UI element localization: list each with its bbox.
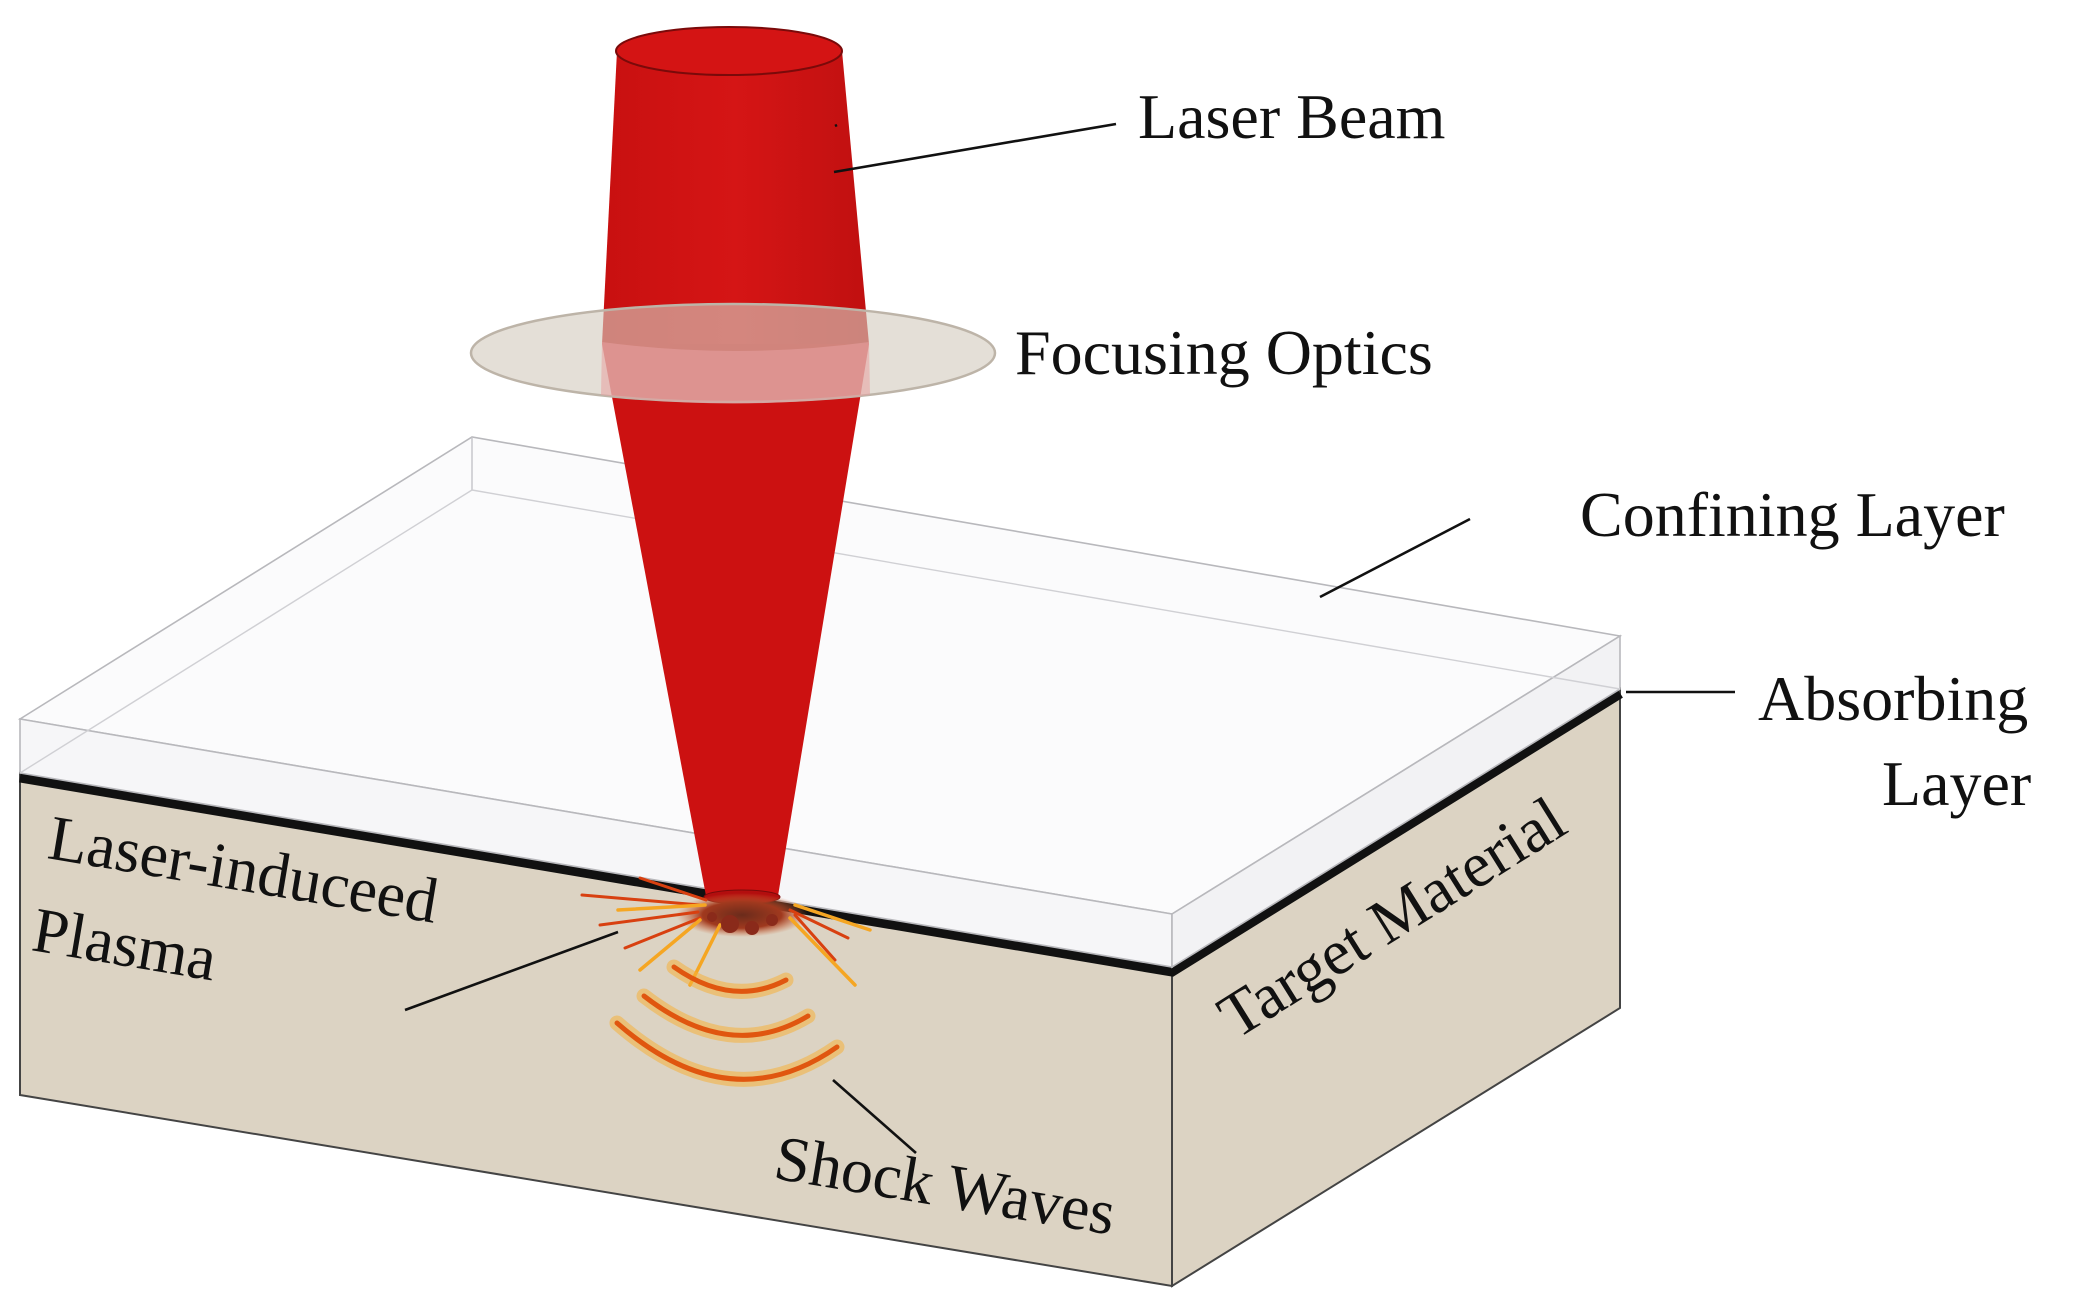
laser-beam bbox=[602, 26, 869, 905]
label-confining-layer: Confining Layer bbox=[1580, 479, 2005, 550]
absorbing-layer bbox=[19, 688, 1623, 977]
laser-beam-upper bbox=[602, 51, 869, 344]
focusing-optics bbox=[469, 302, 997, 404]
confining-layer bbox=[17, 436, 1623, 969]
laser-induced-plasma bbox=[580, 876, 872, 987]
leader-laser-beam bbox=[834, 123, 838, 128]
leader-confining-layer bbox=[1319, 517, 1471, 599]
label-focusing-optics: Focusing Optics bbox=[1015, 317, 1433, 388]
laser-beam-lower bbox=[602, 344, 869, 896]
leader-lines bbox=[404, 122, 1735, 1154]
leader-shock-waves bbox=[832, 1079, 917, 1154]
label-laser-beam: Laser Beam bbox=[1138, 81, 1445, 152]
laser-beam-top-face bbox=[615, 26, 843, 76]
label-absorbing-line1: Absorbing bbox=[1758, 663, 2028, 734]
shock-waves bbox=[609, 959, 845, 1087]
leader-plasma bbox=[404, 930, 619, 1012]
label-absorbing-line2: Layer bbox=[1882, 748, 2031, 819]
